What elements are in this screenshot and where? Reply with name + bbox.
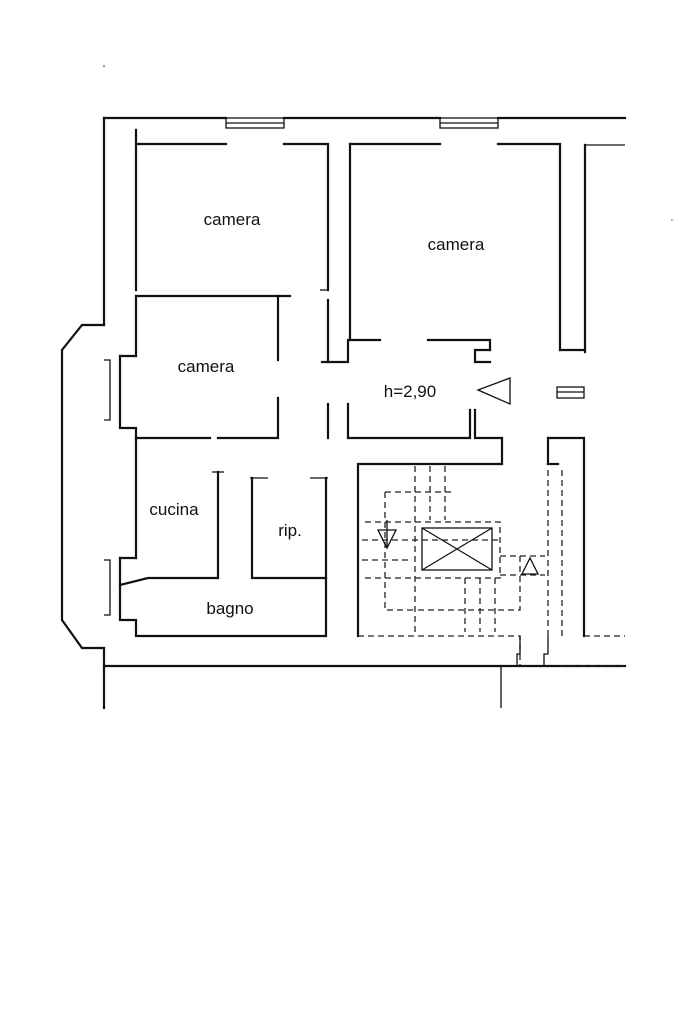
room-label-rip: rip. xyxy=(278,521,302,540)
room-cucina: cucina xyxy=(118,436,224,587)
room-label-camera-2: camera xyxy=(428,235,485,254)
room-label-camera-1: camera xyxy=(204,210,261,229)
room-camera-3: camera xyxy=(118,294,350,440)
ceiling-height-label: h=2,90 xyxy=(384,382,436,401)
top-windows xyxy=(225,117,499,129)
corridor: h=2,90 xyxy=(326,348,585,638)
right-structure xyxy=(516,436,625,667)
room-label-camera-3: camera xyxy=(178,357,235,376)
room-label-cucina: cucina xyxy=(149,500,199,519)
room-camera-1: camera xyxy=(134,128,330,298)
left-balcony xyxy=(60,323,111,650)
outer-walls xyxy=(102,116,627,710)
room-camera-2: camera xyxy=(348,142,625,354)
elevator-shaft xyxy=(421,527,493,571)
room-label-bagno: bagno xyxy=(206,599,253,618)
room-ripostiglio: rip. xyxy=(250,476,328,580)
room-bagno: bagno xyxy=(118,576,328,638)
stair-up-arrow xyxy=(520,556,540,575)
stairwell xyxy=(358,466,545,666)
edge-mark: " xyxy=(671,219,674,226)
scan-mark xyxy=(103,65,105,67)
